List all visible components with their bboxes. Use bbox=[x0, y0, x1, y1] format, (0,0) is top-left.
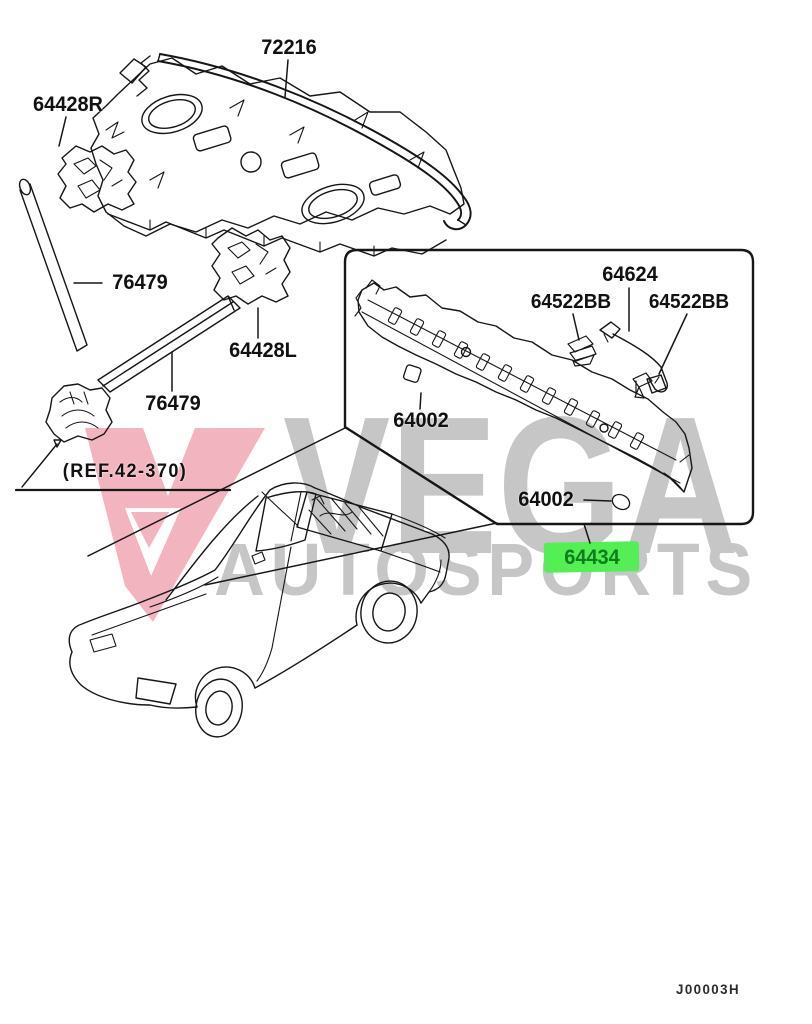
clip-64522bb-right-drawing bbox=[632, 372, 653, 399]
label-64428r: 64428R bbox=[33, 93, 103, 116]
car-outline-drawing bbox=[68, 482, 450, 738]
bracket-64624-drawing bbox=[599, 321, 669, 394]
v-logo-shape bbox=[85, 428, 265, 622]
label-64624: 64624 bbox=[602, 263, 658, 286]
label-72216: 72216 bbox=[261, 36, 317, 59]
clip-64002-a-drawing bbox=[403, 364, 422, 383]
label-64002-a: 64002 bbox=[393, 409, 449, 432]
label-64002-b: 64002 bbox=[518, 488, 574, 511]
label-76479-lower: 76479 bbox=[145, 392, 201, 415]
label-76479-upper: 76479 bbox=[112, 271, 168, 294]
drawing-code: J00003H bbox=[676, 981, 740, 997]
clip-64002-b-drawing bbox=[611, 493, 631, 511]
detail-box bbox=[343, 248, 755, 526]
bracket-64428r-drawing bbox=[57, 145, 137, 213]
label-64428l: 64428L bbox=[229, 339, 297, 362]
label-64522bb-right: 64522BB bbox=[648, 291, 730, 313]
rod-upper-drawing bbox=[18, 178, 88, 352]
clip-64522bb-left-drawing bbox=[567, 335, 597, 367]
watermark-brand-text: VEGA bbox=[283, 376, 739, 595]
bracket-64428l-drawing bbox=[211, 227, 291, 305]
leader-lines bbox=[14, 59, 688, 586]
label-ref-note: (REF.42-370) bbox=[62, 461, 188, 482]
rod-lower-drawing bbox=[97, 295, 241, 393]
vega-v-logo bbox=[85, 428, 265, 622]
label-64522bb-left: 64522BB bbox=[530, 291, 612, 313]
rear-end-panel-drawing bbox=[354, 279, 693, 493]
label-64434-highlighted: 64434 bbox=[564, 546, 620, 569]
watermark-subbrand-text: AUTOSPORTS bbox=[214, 528, 758, 611]
foam-block-drawing bbox=[21, 383, 113, 488]
rear-shelf-panel-drawing bbox=[90, 53, 472, 257]
